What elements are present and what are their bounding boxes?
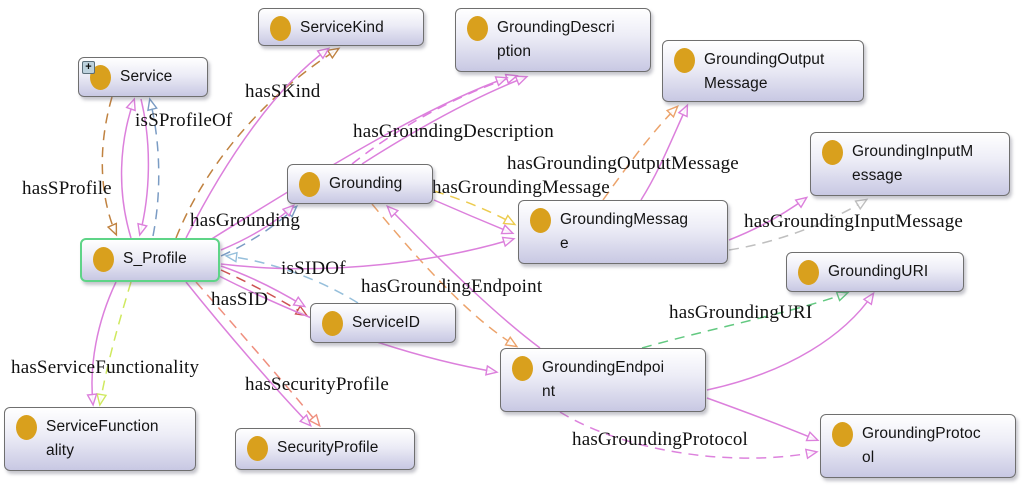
edge-arc-groundingmessage-groundingoutput bbox=[640, 103, 689, 201]
edge-label-hasGroundingOutputMessage: hasGroundingOutputMessage bbox=[507, 153, 739, 174]
edge-hasGroundingMessage bbox=[433, 190, 517, 226]
edge-label-hasGroundingDescription: hasGroundingDescription bbox=[353, 121, 554, 142]
edge-arc-sprofile-service bbox=[120, 97, 136, 239]
edge-hasGroundingDescription bbox=[351, 73, 519, 165]
edge-hasSecurityProfile bbox=[195, 281, 321, 428]
edge-hasSProfile bbox=[101, 96, 118, 237]
node-service-id[interactable]: ServiceID bbox=[310, 303, 456, 343]
edge-isSProfileOf bbox=[147, 97, 160, 237]
edge-arc-sprofile-serviceid bbox=[220, 265, 307, 308]
node-grounding-output-message[interactable]: GroundingOutput Message bbox=[662, 40, 864, 102]
edge-isSIDOf bbox=[224, 251, 359, 304]
edge-arc-groundingendpoint-groundingprotocol bbox=[706, 397, 820, 442]
class-icon bbox=[822, 140, 843, 165]
edge-label-hasGroundingMessage: hasGroundingMessage bbox=[432, 177, 610, 198]
node-label: ServiceFunction ality bbox=[46, 418, 159, 459]
edge-label-hasGrounding: hasGrounding bbox=[190, 210, 301, 231]
class-icon bbox=[90, 65, 111, 90]
class-icon bbox=[798, 260, 819, 285]
edge-arc-groundingendpoint-groundinguri bbox=[706, 291, 875, 391]
class-icon bbox=[530, 208, 551, 233]
node-grounding-message[interactable]: GroundingMessag e bbox=[518, 200, 728, 264]
node-label: SecurityProfile bbox=[277, 439, 379, 456]
edge-arc-sprofile-groundingdescription bbox=[209, 76, 509, 241]
edge-arc-grounding-groundingdescription bbox=[361, 75, 529, 165]
node-grounding[interactable]: Grounding bbox=[287, 164, 433, 204]
edge-arc-sprofile-groundingmessage bbox=[220, 236, 516, 270]
node-label: GroundingInputM essage bbox=[852, 143, 974, 184]
edge-label-isSProfileOf: isSProfileOf bbox=[135, 110, 233, 131]
node-label: ServiceKind bbox=[300, 19, 384, 36]
edge-arc-sprofile-servicekind bbox=[185, 47, 331, 239]
edge-label-hasGroundingInputMessage: hasGroundingInputMessage bbox=[744, 211, 964, 232]
edge-hasGroundingURI bbox=[641, 291, 850, 349]
edge-arc-grounding-groundingmessage bbox=[433, 199, 515, 235]
class-icon bbox=[16, 415, 37, 440]
class-icon bbox=[832, 422, 853, 447]
edge-hasGroundingOutputMessage bbox=[602, 105, 679, 201]
node-label: GroundingMessag e bbox=[560, 211, 689, 252]
node-label: GroundingDescri ption bbox=[497, 19, 615, 60]
node-service[interactable]: + Service bbox=[78, 57, 208, 97]
node-label: GroundingOutput Message bbox=[704, 51, 825, 92]
edge-label-isSIDOf: isSIDOf bbox=[281, 258, 346, 279]
node-label: Service bbox=[120, 68, 173, 85]
edge-hasSID bbox=[220, 269, 309, 317]
node-label: GroundingEndpoi nt bbox=[542, 359, 665, 400]
edge-arc-sprofile-grounding bbox=[220, 204, 296, 251]
class-icon bbox=[93, 247, 114, 272]
edge-label-hasSKind: hasSKind bbox=[245, 81, 321, 102]
node-service-kind[interactable]: ServiceKind bbox=[258, 8, 424, 46]
class-icon bbox=[322, 311, 343, 336]
edge-arc-sprofile-securityprofile bbox=[185, 281, 312, 427]
edge-arc-groundingendpoint-grounding bbox=[386, 205, 541, 349]
node-grounding-input-message[interactable]: GroundingInputM essage bbox=[810, 132, 1010, 196]
edge-hasServiceFunctionality bbox=[96, 281, 132, 407]
edge-label-hasServiceFunctionality: hasServiceFunctionality bbox=[11, 357, 200, 378]
edge-label-hasSProfile: hasSProfile bbox=[22, 178, 112, 199]
node-label: GroundingURI bbox=[828, 263, 929, 280]
class-icon bbox=[270, 16, 291, 41]
edge-label-hasGroundingURI: hasGroundingURI bbox=[669, 302, 813, 323]
edge-arc-service-sprofile bbox=[137, 98, 150, 237]
edge-label-hasSID: hasSID bbox=[211, 289, 269, 310]
node-service-functionality[interactable]: ServiceFunction ality bbox=[4, 407, 196, 471]
class-icon bbox=[512, 356, 533, 381]
node-label: GroundingProtoc ol bbox=[862, 425, 981, 466]
expand-icon[interactable]: + bbox=[82, 61, 95, 74]
class-icon bbox=[674, 48, 695, 73]
edge-hasSKind bbox=[175, 47, 341, 239]
node-label: S_Profile bbox=[123, 250, 187, 267]
edge-label-hasGroundingEndpoint: hasGroundingEndpoint bbox=[361, 276, 543, 297]
class-icon bbox=[467, 16, 488, 41]
edge-label-hasGroundingProtocol: hasGroundingProtocol bbox=[572, 429, 749, 450]
node-grounding-endpoint[interactable]: GroundingEndpoi nt bbox=[500, 348, 706, 412]
edge-hasGroundingInputMessage bbox=[728, 198, 869, 251]
node-s-profile[interactable]: S_Profile bbox=[80, 238, 220, 282]
edge-hasGroundingEndpoint bbox=[371, 203, 519, 348]
node-grounding-protocol[interactable]: GroundingProtoc ol bbox=[820, 414, 1016, 478]
node-label: ServiceID bbox=[352, 314, 421, 331]
class-icon bbox=[247, 436, 268, 461]
node-label: Grounding bbox=[329, 175, 403, 192]
node-grounding-description[interactable]: GroundingDescri ption bbox=[455, 8, 651, 72]
class-icon bbox=[299, 172, 320, 197]
edge-arc-groundingmessage-groundinginput bbox=[728, 196, 809, 241]
edge-arc-sprofile-servicefunctionality bbox=[86, 281, 117, 407]
node-grounding-uri[interactable]: GroundingURI bbox=[786, 252, 964, 292]
node-security-profile[interactable]: SecurityProfile bbox=[235, 428, 415, 470]
edge-label-hasSecurityProfile: hasSecurityProfile bbox=[245, 374, 389, 395]
